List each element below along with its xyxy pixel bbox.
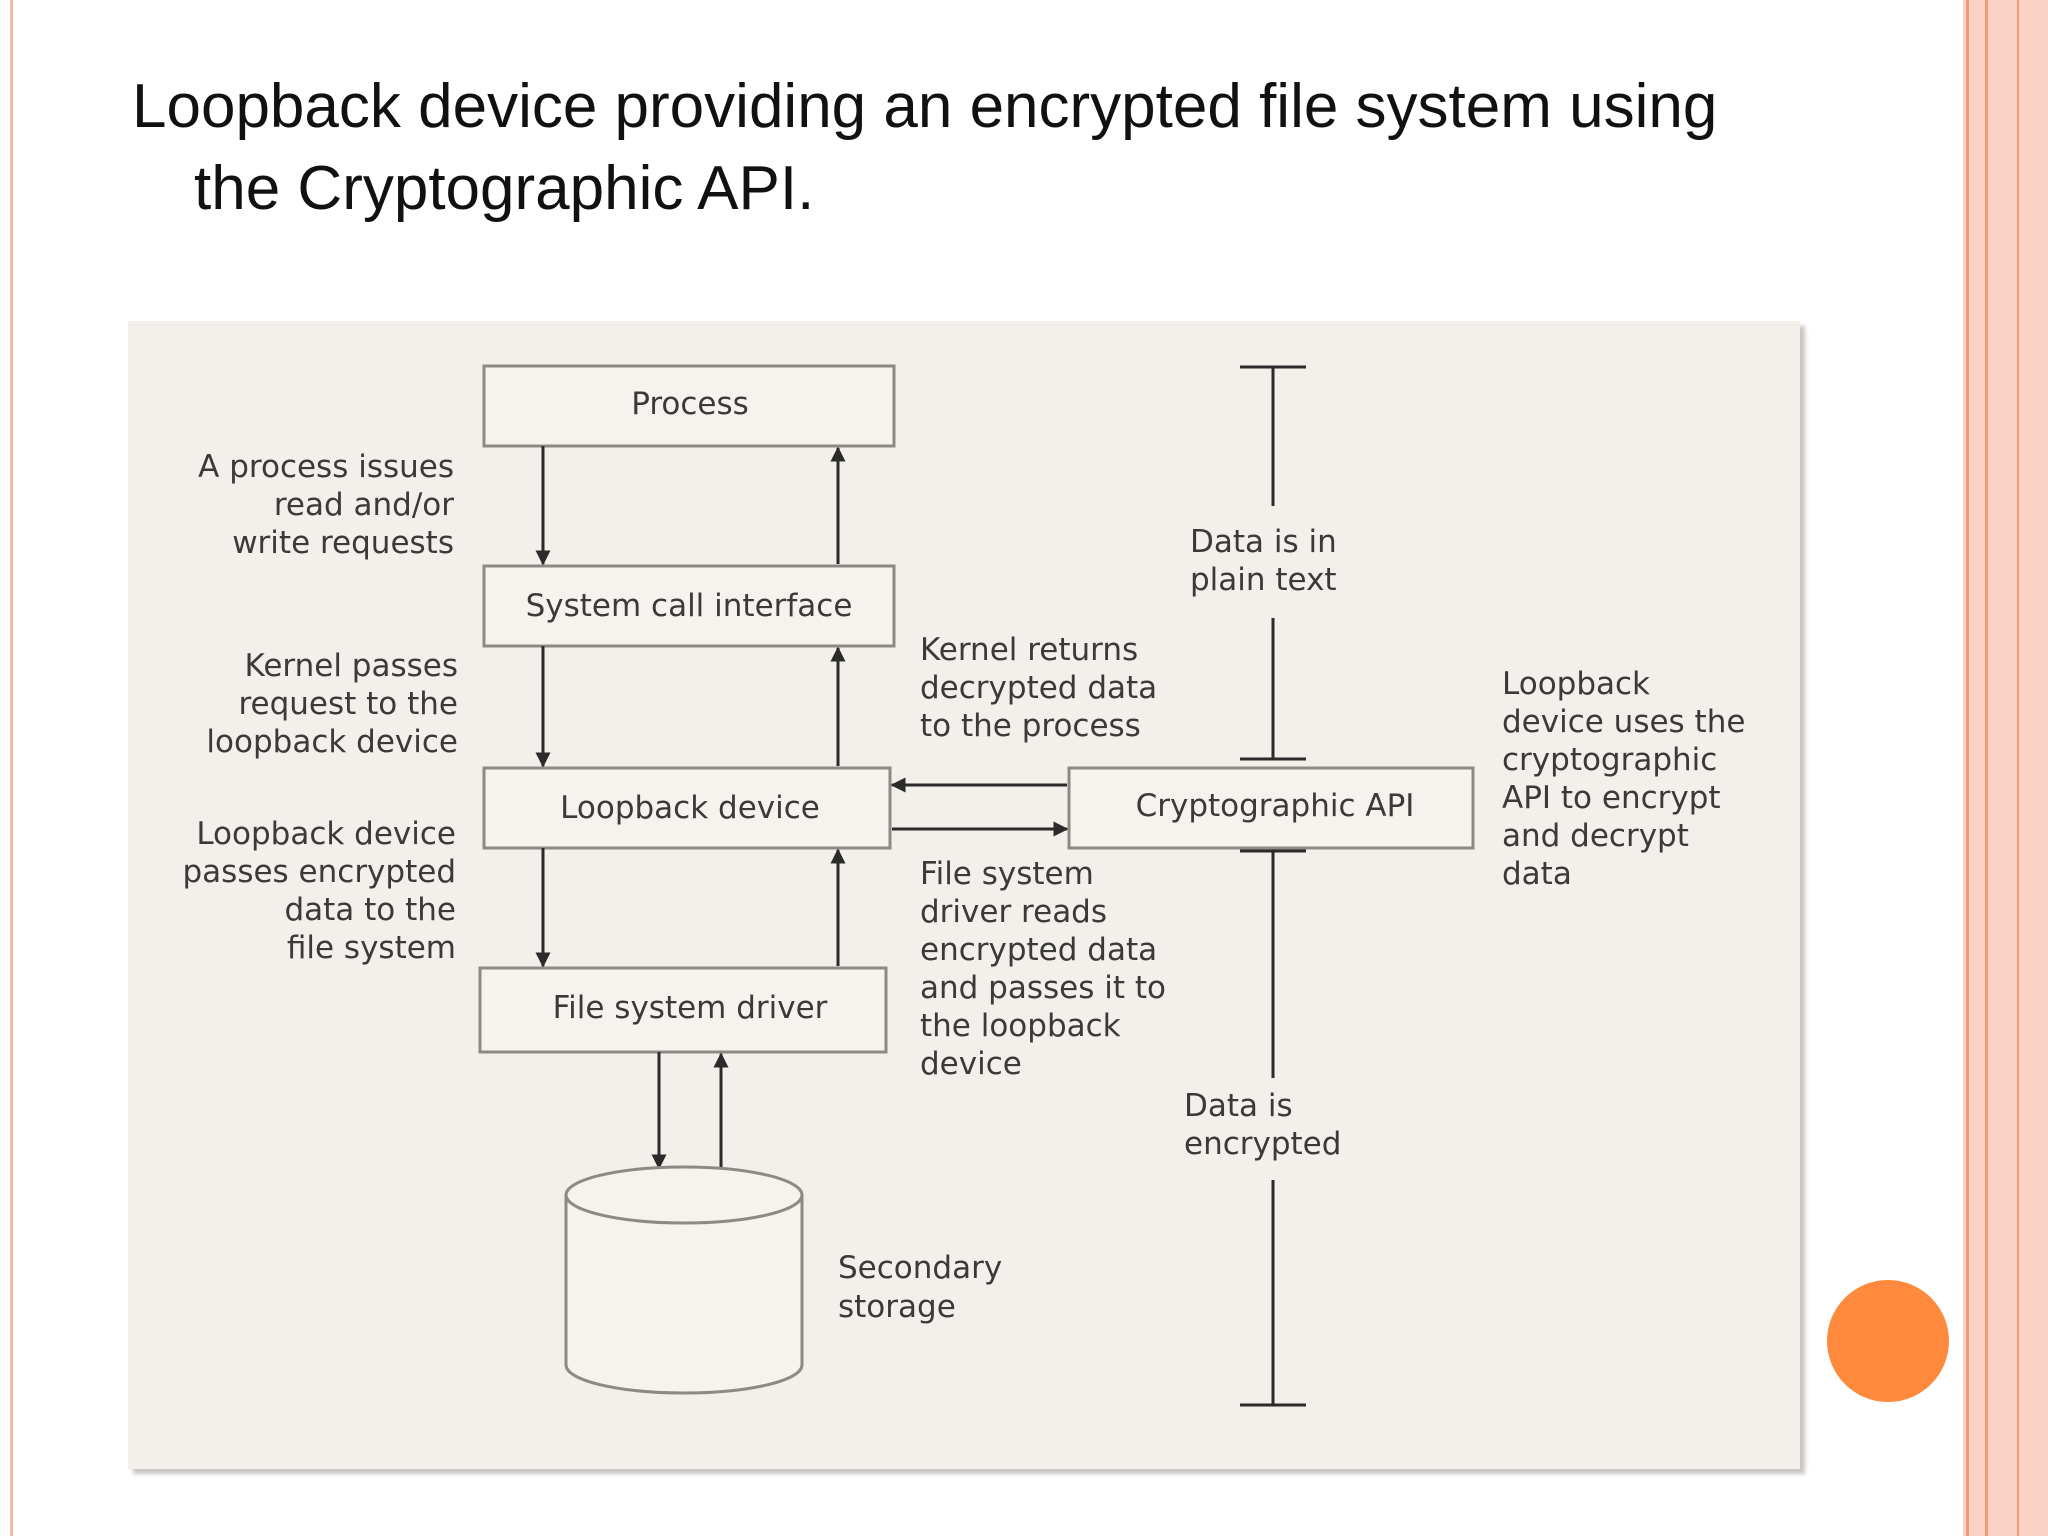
loopback-device-label: Loopback device bbox=[560, 790, 820, 826]
storage-label-1: Secondary bbox=[838, 1250, 1002, 1286]
note-kernel-passes-3: loopback device bbox=[206, 724, 458, 760]
note-crypto-use-4: API to encrypt bbox=[1502, 780, 1721, 816]
note-kernel-passes-1: Kernel passes bbox=[245, 648, 458, 684]
note-loopback-passes-4: file system bbox=[287, 930, 456, 966]
note-process-issues-3: write requests bbox=[232, 525, 454, 561]
note-crypto-use-2: device uses the bbox=[1502, 704, 1745, 740]
process-label: Process bbox=[631, 386, 749, 422]
note-fs-reads-1: File system bbox=[920, 856, 1094, 892]
slide-right-border bbox=[1963, 0, 2048, 1536]
note-crypto-use-1: Loopback bbox=[1502, 666, 1650, 702]
fs-driver-box bbox=[478, 966, 888, 1054]
secondary-storage-cylinder bbox=[564, 1165, 804, 1395]
note-crypto-use-3: cryptographic bbox=[1502, 742, 1717, 778]
slide-right-line-1 bbox=[1966, 0, 1969, 1536]
fs-driver-label: File system driver bbox=[553, 990, 828, 1026]
note-plain-text-2: plain text bbox=[1190, 562, 1337, 598]
note-fs-reads-6: device bbox=[920, 1046, 1022, 1082]
note-loopback-passes-3: data to the bbox=[284, 892, 456, 928]
note-fs-reads-3: encrypted data bbox=[920, 932, 1157, 968]
note-crypto-use-6: data bbox=[1502, 856, 1572, 892]
slide-right-line-2 bbox=[1985, 0, 1988, 1536]
note-plain-text-1: Data is in bbox=[1190, 524, 1337, 560]
crypto-api-box bbox=[1067, 766, 1475, 850]
syscall-label: System call interface bbox=[526, 588, 853, 624]
note-loopback-passes-2: passes encrypted bbox=[183, 854, 457, 890]
note-fs-reads-4: and passes it to bbox=[920, 970, 1166, 1006]
process-box bbox=[482, 364, 896, 448]
slide-right-line-3 bbox=[2017, 0, 2019, 1536]
note-encrypted-1: Data is bbox=[1184, 1088, 1293, 1124]
note-encrypted-2: encrypted bbox=[1184, 1126, 1341, 1162]
diagram-figure bbox=[128, 321, 1800, 1469]
slide-title: Loopback device providing an encrypted f… bbox=[132, 66, 1932, 230]
note-fs-reads-5: the loopback bbox=[920, 1008, 1121, 1044]
slide-left-border bbox=[10, 0, 13, 1536]
note-kernel-returns-1: Kernel returns bbox=[920, 632, 1138, 668]
note-fs-reads-2: driver reads bbox=[920, 894, 1107, 930]
note-loopback-passes-1: Loopback device bbox=[196, 816, 456, 852]
storage-label-2: storage bbox=[838, 1289, 956, 1325]
slide-title-line-1: Loopback device providing an encrypted f… bbox=[132, 72, 1718, 141]
crypto-api-label: Cryptographic API bbox=[1136, 788, 1415, 824]
note-kernel-passes-2: request to the bbox=[238, 686, 458, 722]
syscall-box bbox=[482, 564, 896, 648]
note-process-issues-2: read and/or bbox=[274, 487, 454, 523]
note-process-issues-1: A process issues bbox=[198, 449, 454, 485]
decorative-orange-circle bbox=[1827, 1280, 1949, 1402]
note-crypto-use-5: and decrypt bbox=[1502, 818, 1689, 854]
note-kernel-returns-2: decrypted data bbox=[920, 670, 1157, 706]
note-kernel-returns-3: to the process bbox=[920, 708, 1141, 744]
loopback-device-box bbox=[482, 766, 892, 850]
slide-title-line-2: the Cryptographic API. bbox=[194, 154, 815, 223]
